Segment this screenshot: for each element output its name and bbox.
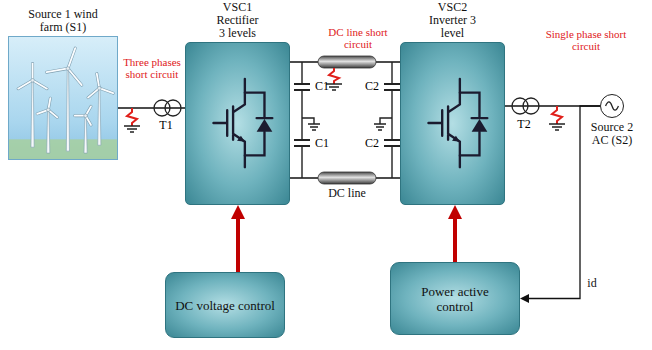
node-heading: VSC2 Inverter 3 level: [428, 1, 478, 40]
ground-symbol: [302, 118, 320, 130]
igbt-symbol: [186, 43, 289, 204]
control-box: DC voltage control: [165, 272, 285, 338]
transformer-winding: [523, 98, 539, 114]
capacitor-plate: [294, 84, 310, 146]
measurement-line: [525, 106, 600, 299]
component-label: C2: [364, 80, 380, 93]
node-label: Power active control: [412, 284, 498, 314]
converter-block: VSC2 Inverter 3 level: [400, 42, 505, 205]
ac-source: Source 2 AC (S2): [600, 94, 624, 118]
ground-symbol: [124, 126, 140, 132]
wind-farm: Source 1 wind farm (S1): [8, 36, 118, 160]
ac-source-symbol: [601, 95, 623, 117]
capacitor-wire: [301, 62, 302, 178]
transformer-winding: [165, 100, 181, 116]
control-arrow: [453, 213, 457, 262]
capacitor-plate: [384, 84, 400, 146]
fault-symbol: [124, 108, 140, 132]
transformer-symbol: [154, 100, 181, 116]
component-label: T1: [158, 119, 174, 132]
node-heading: VSC1 Rectifier 3 levels: [213, 1, 263, 40]
node-label: DC voltage control: [175, 298, 275, 313]
node-heading: Source 2 AC (S2): [586, 121, 638, 147]
node-heading: Source 1 wind farm (S1): [21, 8, 105, 34]
power-wire: [118, 107, 185, 108]
fault-label: DC line short circuit: [318, 26, 398, 50]
control-arrow: [236, 213, 240, 272]
dc-cable: [318, 172, 376, 184]
igbt-symbol: [401, 43, 504, 204]
wind-turbines: [9, 37, 117, 159]
ground-symbol: [374, 118, 392, 130]
lightning-zigzag: [127, 108, 137, 126]
ground-symbol: [549, 124, 565, 130]
component-label: C2: [364, 137, 380, 150]
fault-symbol: [549, 106, 565, 130]
component-label: C1: [314, 137, 330, 150]
lightning-zigzag: [552, 106, 562, 124]
control-box: Power active control: [390, 262, 520, 335]
component-label: C1: [314, 80, 330, 93]
capacitor-wire: [391, 62, 392, 178]
edge-label: DC line: [326, 187, 368, 200]
lightning-zigzag: [329, 68, 339, 84]
fault-label: Three phases short circuit: [122, 56, 182, 80]
edge-label: id: [585, 277, 598, 290]
converter-block: VSC1 Rectifier 3 levels: [185, 42, 290, 205]
dc-cable: [318, 56, 376, 68]
transformer-symbol: [512, 98, 539, 114]
fault-label: Single phase short circuit: [540, 28, 632, 52]
component-label: T2: [516, 118, 532, 131]
